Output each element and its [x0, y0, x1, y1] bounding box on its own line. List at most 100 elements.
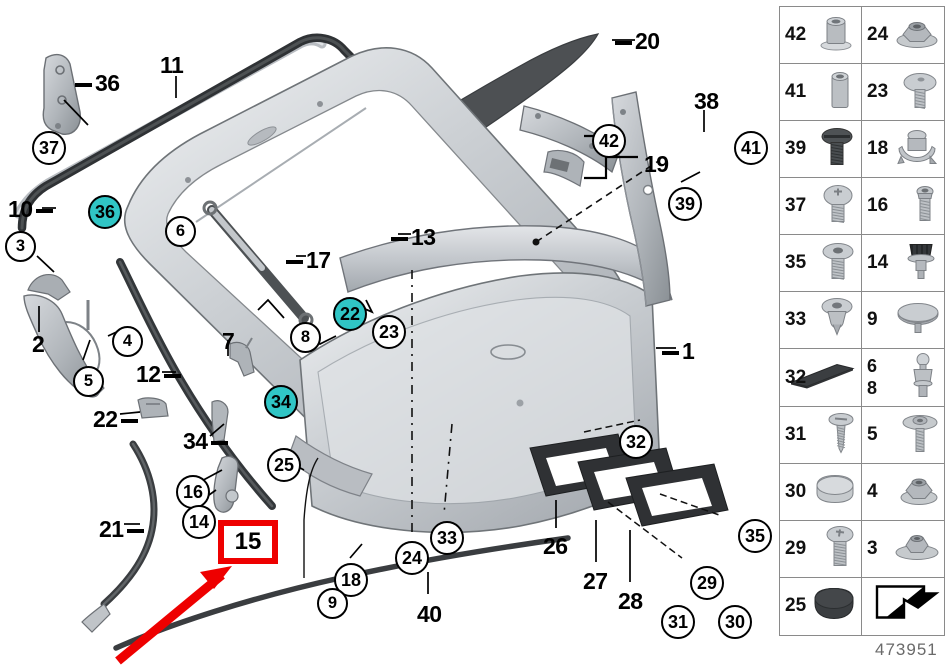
- callout-41[interactable]: 41: [734, 131, 768, 165]
- callout-leader-dash: [391, 237, 408, 241]
- callout-34[interactable]: 34: [183, 430, 231, 453]
- legend-part-number: 31: [785, 423, 807, 445]
- legend-cell-29[interactable]: 29: [780, 520, 862, 577]
- legend-part-number: 9: [867, 309, 878, 331]
- callout-10[interactable]: 10: [8, 198, 56, 221]
- pan-head-screw-icon: [819, 183, 857, 230]
- callout-19[interactable]: 19: [644, 153, 669, 176]
- callout-label: 27: [583, 568, 608, 594]
- callout-31[interactable]: 31: [661, 605, 695, 639]
- callout-17[interactable]: 17: [283, 249, 331, 272]
- callout-22[interactable]: 22: [333, 297, 367, 331]
- callout-9[interactable]: 9: [317, 588, 348, 619]
- highlight-box-label: 15: [224, 526, 272, 558]
- callout-8[interactable]: 8: [290, 322, 321, 353]
- callout-label: 11: [160, 52, 184, 78]
- callout-36[interactable]: 36: [72, 72, 120, 95]
- callout-24[interactable]: 24: [395, 541, 429, 575]
- callout-2[interactable]: 2: [32, 333, 45, 356]
- oval-head-screw-icon: [823, 524, 857, 573]
- callout-label: 26: [543, 533, 568, 559]
- callout-34[interactable]: 34: [264, 385, 298, 419]
- callout-37[interactable]: 37: [32, 131, 66, 165]
- callout-leader-dash: [615, 41, 632, 45]
- callout-42[interactable]: 42: [592, 124, 626, 158]
- callout-28[interactable]: 28: [618, 590, 643, 613]
- legend-cell-25[interactable]: 25: [780, 577, 862, 635]
- callout-21[interactable]: 21: [99, 518, 147, 541]
- callout-20[interactable]: 20: [612, 30, 660, 53]
- callout-11[interactable]: 11: [160, 52, 184, 78]
- legend-row: 25: [780, 577, 944, 635]
- callout-40[interactable]: 40: [417, 603, 442, 626]
- callout-16[interactable]: 16: [176, 475, 210, 509]
- callout-label: 17: [306, 247, 331, 273]
- legend-cell-37[interactable]: 37: [780, 178, 862, 235]
- legend-cell-9[interactable]: 9: [862, 292, 944, 348]
- callout-13[interactable]: 13: [388, 226, 436, 249]
- part-upper-reinforcement: [339, 225, 673, 301]
- legend-cell-4[interactable]: 4: [862, 464, 944, 520]
- callout-38[interactable]: 38: [694, 90, 719, 113]
- round-cover-cap-icon: [896, 301, 940, 340]
- part-pin-16: [213, 455, 239, 513]
- callout-label: 28: [618, 588, 643, 614]
- callout-12[interactable]: 12: [136, 363, 184, 386]
- callout-29[interactable]: 29: [690, 566, 724, 600]
- legend-cell-5[interactable]: 5: [862, 407, 944, 463]
- oval-head-tapping-screw-icon: [825, 410, 857, 459]
- legend-cell-arrow[interactable]: [862, 578, 944, 635]
- callout-label: 22: [93, 406, 118, 432]
- callout-14[interactable]: 14: [182, 505, 216, 539]
- highlight-box-15[interactable]: 15: [218, 520, 278, 564]
- callout-leader-dash: [662, 351, 679, 355]
- callout-32[interactable]: 32: [619, 425, 653, 459]
- callout-25[interactable]: 25: [267, 448, 301, 482]
- hex-socket-nut-icon: [815, 14, 857, 57]
- legend-cell-41[interactable]: 41: [780, 64, 862, 121]
- callout-33[interactable]: 33: [430, 521, 464, 555]
- callout-39[interactable]: 39: [668, 187, 702, 221]
- legend-cell-31[interactable]: 31: [780, 406, 862, 463]
- diagram-watermark: 473951: [875, 640, 938, 659]
- legend-cell-24[interactable]: 24: [862, 7, 944, 63]
- legend-cell-33[interactable]: 33: [780, 292, 862, 349]
- callout-7[interactable]: 7: [222, 330, 235, 353]
- callout-27[interactable]: 27: [583, 570, 608, 593]
- callout-1[interactable]: 1: [659, 340, 695, 363]
- legend-part-number: 32: [785, 366, 807, 388]
- legend-cell-42[interactable]: 42: [780, 7, 862, 64]
- callout-leader-dash: [35, 209, 53, 213]
- legend-part-number: 5: [867, 423, 878, 445]
- legend-part-number: 16: [867, 195, 889, 217]
- callout-leader-dash: [126, 529, 144, 533]
- dark-blind-plug-icon: [811, 586, 857, 627]
- callout-36[interactable]: 36: [88, 195, 122, 229]
- socket-sleeve-icon: [823, 69, 857, 116]
- callout-23[interactable]: 23: [372, 315, 406, 349]
- callout-22[interactable]: 22: [93, 408, 141, 431]
- legend-cell-23[interactable]: 23: [862, 64, 944, 120]
- callout-5[interactable]: 5: [73, 366, 104, 397]
- legend-cell-16[interactable]: 16: [862, 178, 944, 234]
- flange-bolt-icon: [910, 183, 940, 230]
- callout-label: 10: [8, 196, 33, 222]
- legend-cell-32[interactable]: 32: [780, 349, 862, 406]
- legend-cell-30[interactable]: 30: [780, 463, 862, 520]
- callout-30[interactable]: 30: [718, 605, 752, 639]
- legend-cell-14[interactable]: 14: [862, 235, 944, 291]
- callout-4[interactable]: 4: [112, 326, 143, 357]
- callout-6[interactable]: 6: [165, 216, 196, 247]
- legend-cell-35[interactable]: 35: [780, 235, 862, 292]
- legend-cell-3[interactable]: 3: [862, 521, 944, 577]
- callout-35[interactable]: 35: [738, 519, 772, 553]
- callout-26[interactable]: 26: [543, 535, 568, 558]
- legend-cell-18[interactable]: 18: [862, 121, 944, 177]
- callout-3[interactable]: 3: [5, 231, 36, 262]
- legend-cell-39[interactable]: 39: [780, 121, 862, 178]
